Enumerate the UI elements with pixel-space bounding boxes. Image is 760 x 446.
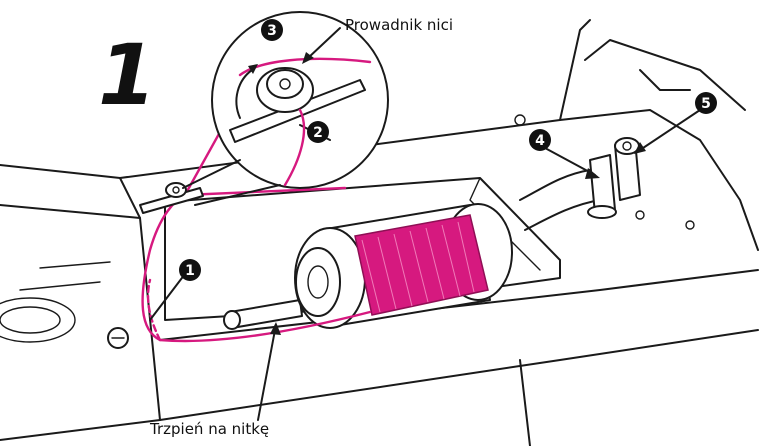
spool-compartment: [164, 177, 561, 321]
step-number: 1: [98, 26, 156, 124]
thread-guide-label: Prowadnik nici: [345, 16, 453, 34]
marker-3: 3: [261, 19, 283, 41]
marker-4-label: 4: [535, 133, 545, 149]
marker-5-label: 5: [701, 96, 711, 112]
thread-spool: [223, 203, 513, 330]
marker-3-label: 3: [267, 23, 277, 39]
spool-pin-label: Trzpień na nitkę: [149, 420, 269, 438]
marker-1-label: 1: [185, 263, 195, 279]
magnified-inset: [182, 11, 389, 206]
marker-2: 2: [307, 121, 329, 143]
marker-5: 5: [695, 92, 717, 114]
marker-2-label: 2: [313, 125, 323, 141]
marker-4: 4: [529, 129, 551, 151]
marker-1: 1: [179, 259, 201, 281]
machine-body: [0, 19, 759, 446]
leader-lines: [149, 27, 701, 421]
winder-arm: [519, 137, 641, 231]
thread-guide-small: [139, 182, 204, 214]
